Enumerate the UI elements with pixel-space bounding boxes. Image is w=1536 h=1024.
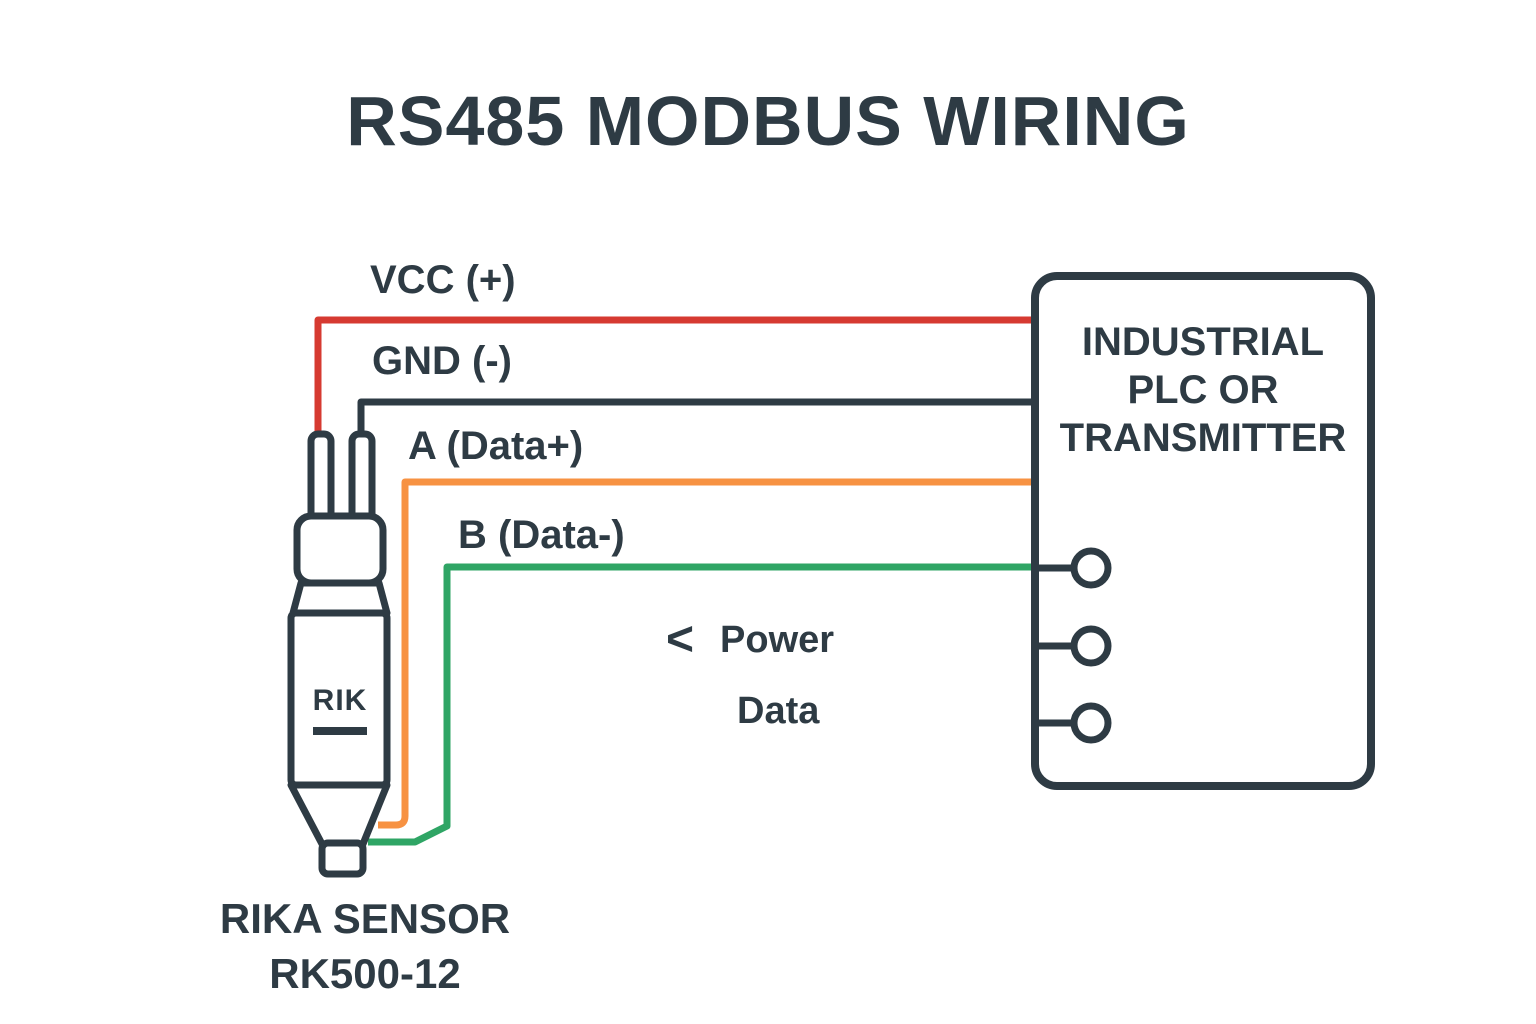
legend-power-row: < Power [666, 616, 834, 664]
data-b-wire-label: B (Data-) [458, 513, 625, 557]
vcc-wire [314, 316, 1039, 440]
plc-outline [1031, 272, 1375, 790]
data-a-wire-label: A (Data+) [408, 424, 584, 468]
sensor-tip [318, 839, 367, 878]
legend-power-label: Power [720, 619, 835, 661]
legend-data-label: Data [737, 690, 820, 732]
sensor-caption-line1: RIKA SENSOR [219, 895, 511, 942]
sensor-caption-line2: RK500-12 [269, 949, 461, 997]
sensor-taper [287, 781, 391, 848]
sensor-caption: RIKA SENSOR RK500-12 [165, 892, 565, 1001]
plc-label-line1: INDUSTRIAL [1081, 320, 1325, 364]
wires [314, 316, 1039, 846]
data-a-wire [378, 478, 1039, 829]
gnd-wire [357, 398, 1039, 440]
terminal-2 [1039, 625, 1112, 667]
vcc-wire-label: VCC (+) [370, 258, 516, 302]
plc-terminals [1039, 547, 1112, 744]
sensor-neck [289, 579, 391, 617]
gnd-wire-label: GND (-) [372, 339, 512, 383]
terminal-1 [1039, 547, 1112, 589]
sensor-logo-underline [313, 727, 367, 735]
page-title: RS485 MODBUS WIRING [346, 82, 1190, 160]
plc-box [1031, 272, 1375, 790]
sensor-probe [287, 430, 391, 878]
sensor-pin-left [307, 430, 335, 526]
sensor-logo-text: RIK [312, 684, 368, 717]
sensor-pin-right [348, 430, 376, 526]
terminal-3 [1039, 702, 1112, 744]
plc-label: INDUSTRIAL PLC OR TRANSMITTER [1035, 318, 1371, 462]
data-b-wire [368, 563, 1039, 846]
plc-label-line2: PLC OR [1127, 368, 1279, 412]
plc-label-line3: TRANSMITTER [1059, 416, 1347, 460]
chevron-left-icon: < [666, 613, 695, 666]
sensor-collar [293, 512, 387, 587]
